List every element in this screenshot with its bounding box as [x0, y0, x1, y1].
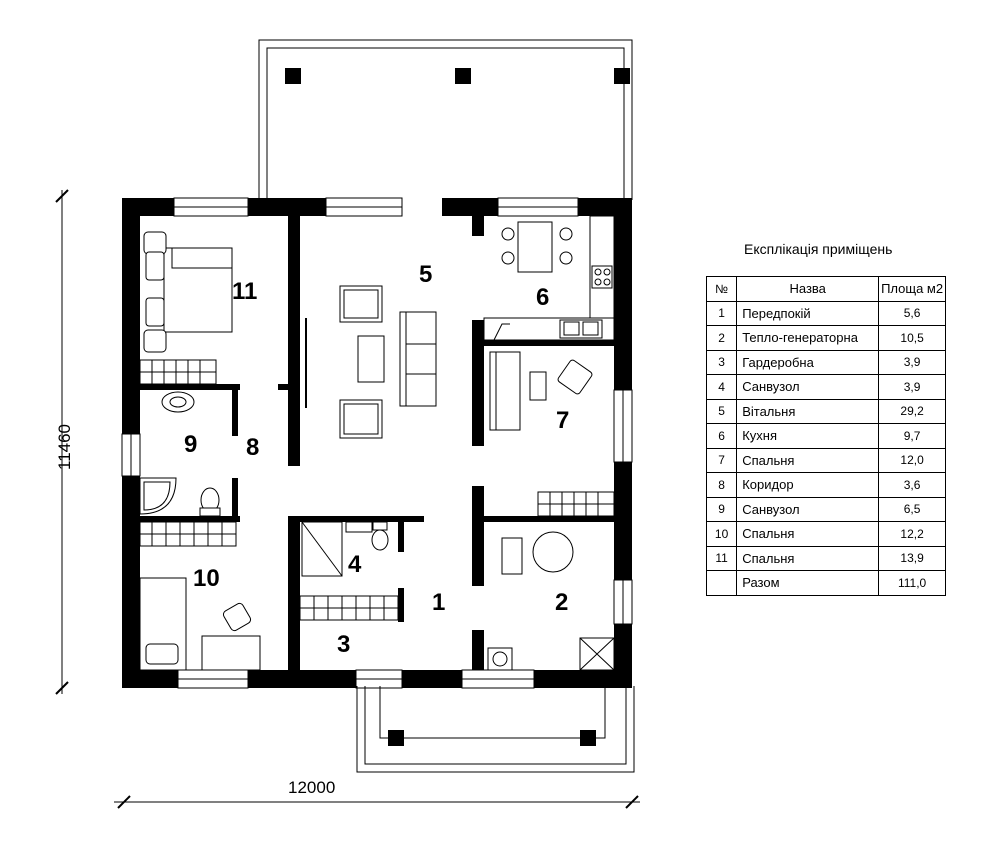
height-dimension-label: 11460	[55, 424, 74, 470]
legend-cell-area: 12,0	[878, 447, 946, 473]
room-number-4: 4	[348, 551, 362, 578]
legend-header-row: № Назва Площа м2	[705, 276, 946, 302]
legend-cell-area: 13,9	[878, 545, 946, 571]
legend-cell-name: Гардеробна	[736, 349, 880, 375]
legend-cell-area: 3,9	[878, 374, 946, 400]
room-number-3: 3	[337, 631, 350, 658]
legend-header-num: №	[705, 276, 738, 302]
legend-cell-num: 10	[705, 521, 738, 547]
room-5-furniture	[305, 285, 437, 439]
legend-cell-num: 7	[705, 447, 738, 473]
width-dimension: 12000	[114, 778, 640, 809]
legend-header-area: Площа м2	[878, 276, 946, 302]
legend-cell-name: Санвузол	[736, 496, 880, 522]
width-dimension-label: 12000	[288, 778, 335, 797]
legend-cell-name: Кухня	[736, 423, 880, 449]
room-11-furniture	[139, 231, 233, 385]
legend-cell-name: Спальня	[736, 447, 880, 473]
room-number-8: 8	[246, 434, 259, 461]
room-number-10: 10	[193, 565, 220, 592]
legend-cell-name: Тепло-генераторна	[736, 325, 880, 351]
legend-cell-area: 3,9	[878, 349, 946, 375]
legend-cell-num: 8	[705, 472, 738, 498]
legend-cell-name: Спальня	[736, 545, 880, 571]
room-number-2: 2	[555, 589, 568, 616]
legend-cell-name: Коридор	[736, 472, 880, 498]
legend-cell-area: 3,6	[878, 472, 946, 498]
room-number-1: 1	[432, 589, 445, 616]
legend-total-label: Разом	[736, 570, 880, 596]
room-6-furniture	[483, 215, 615, 341]
legend-total-area: 111,0	[878, 570, 946, 596]
legend-cell-num-empty	[705, 570, 738, 596]
legend-cell-num: 1	[705, 300, 738, 326]
legend-cell-num: 5	[705, 398, 738, 424]
interior-walls	[140, 216, 614, 670]
exterior-walls	[121, 197, 633, 689]
room-number-11: 11	[232, 278, 257, 305]
legend-cell-area: 6,5	[878, 496, 946, 522]
legend-cell-name: Спальня	[736, 521, 880, 547]
legend-cell-name: Санвузол	[736, 374, 880, 400]
legend-cell-area: 12,2	[878, 521, 946, 547]
legend-cell-num: 6	[705, 423, 738, 449]
legend-cell-num: 9	[705, 496, 738, 522]
room-2-boiler	[487, 531, 615, 671]
legend-title: Експлікація приміщень	[744, 241, 893, 257]
legend-header-name: Назва	[736, 276, 880, 302]
legend-cell-num: 2	[705, 325, 738, 351]
room-9-bathroom	[139, 391, 237, 547]
room-number-5: 5	[419, 261, 432, 288]
room-number-9: 9	[184, 431, 197, 458]
room-7-furniture	[489, 351, 615, 517]
legend-cell-area: 5,6	[878, 300, 946, 326]
legend-cell-area: 29,2	[878, 398, 946, 424]
room-4-bathroom	[301, 521, 389, 577]
room-number-6: 6	[536, 284, 549, 311]
room-3-wardrobe	[299, 595, 399, 621]
legend-cell-num: 3	[705, 349, 738, 375]
bottom-porch	[356, 686, 635, 773]
room-10-furniture	[139, 577, 261, 671]
legend-cell-num: 11	[705, 545, 738, 571]
legend-cell-num: 4	[705, 374, 738, 400]
room-number-7: 7	[556, 407, 569, 434]
legend-cell-area: 9,7	[878, 423, 946, 449]
legend-cell-name: Вітальня	[736, 398, 880, 424]
legend-cell-area: 10,5	[878, 325, 946, 351]
top-terrace	[258, 39, 633, 200]
height-dimension: 11460	[55, 189, 74, 695]
legend-cell-name: Передпокій	[736, 300, 880, 326]
